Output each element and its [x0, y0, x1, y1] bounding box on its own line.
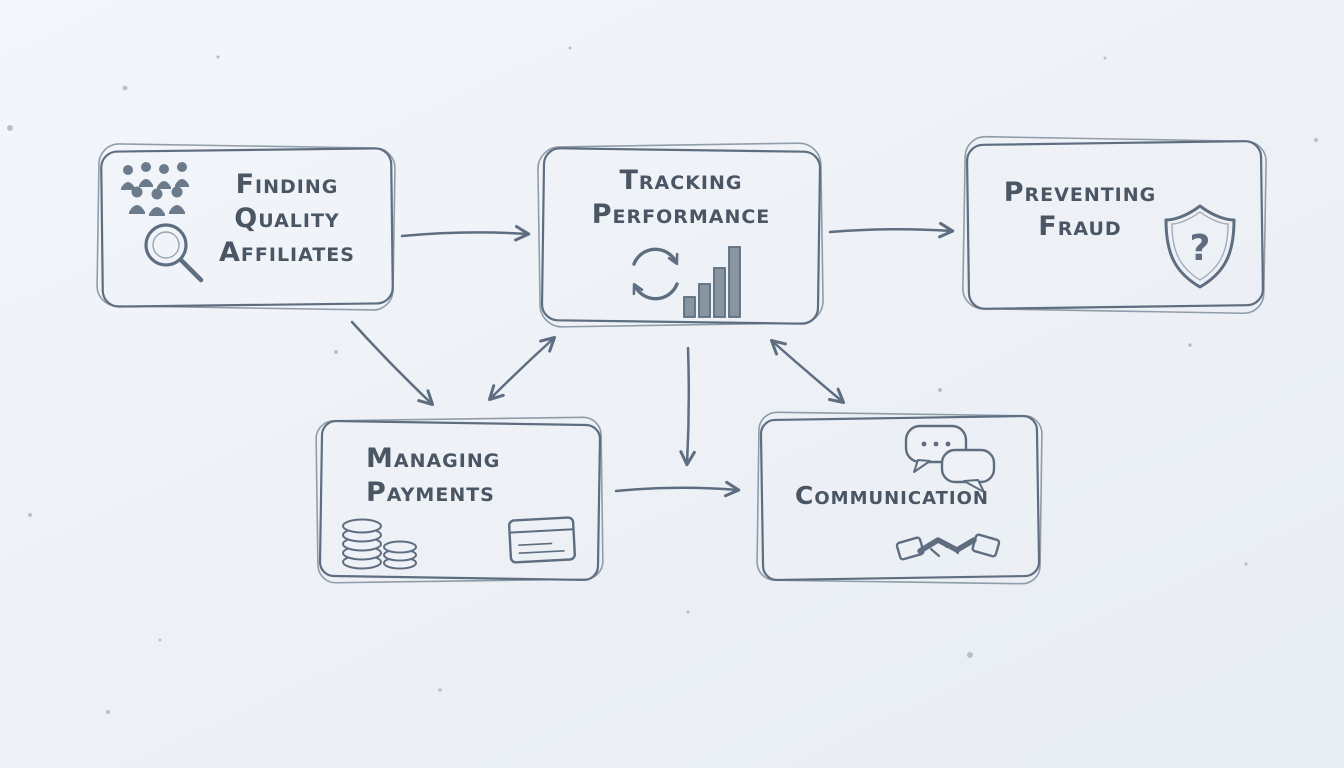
- coin-stacks-icon: [342, 518, 417, 570]
- node-label-finding-quality-affiliates: Finding Quality Affiliates: [219, 169, 355, 268]
- node-box-managing-payments: [315, 416, 604, 584]
- arrow-tracking-communication-bidirectional: [769, 339, 846, 404]
- shield-question-mark: ?: [1190, 228, 1211, 269]
- node-box-tracking-performance: [537, 142, 824, 328]
- credit-card-icon: [507, 516, 576, 564]
- node-box-communication: [756, 411, 1043, 585]
- arrow-payments-to-communication: [614, 480, 741, 498]
- magnifier-icon: [144, 223, 204, 283]
- arrow-payments-tracking-bidirectional: [487, 335, 557, 402]
- bar-chart-icon: [683, 246, 741, 318]
- chat-bubbles-icon: [904, 424, 996, 493]
- handshake-icon: [895, 533, 1001, 561]
- people-group-icon: [121, 162, 189, 216]
- shield-question-icon: ?: [1164, 204, 1236, 289]
- node-label-communication: Communication: [795, 481, 989, 510]
- paper-speckles: [7, 46, 1318, 714]
- node-label-preventing-fraud: Preventing Fraud: [1003, 177, 1157, 242]
- arrow-finding-to-tracking: [400, 224, 531, 242]
- arrow-tracking-down: [679, 346, 696, 467]
- arrow-finding-to-payments: [350, 320, 435, 407]
- node-box-finding-quality-affiliates: [96, 143, 396, 311]
- arrow-tracking-to-fraud: [828, 221, 955, 239]
- node-box-preventing-fraud: [962, 135, 1267, 315]
- node-label-managing-payments: Managing Payments: [366, 443, 501, 508]
- refresh-arrows-icon: [632, 247, 679, 301]
- node-label-tracking-performance: Tracking Performance: [591, 165, 771, 230]
